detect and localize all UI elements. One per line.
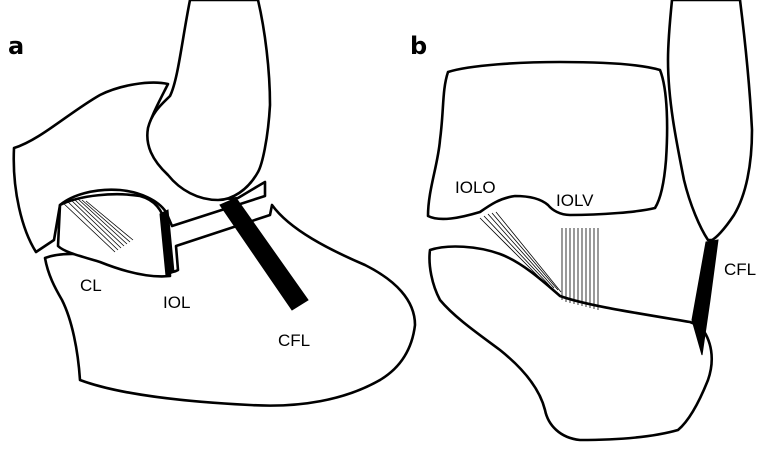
panel-a-letter: a xyxy=(8,32,24,60)
label-iol: IOL xyxy=(163,293,190,312)
tibia-bone-a xyxy=(147,0,270,200)
fibula-bone-b xyxy=(668,0,752,240)
panel-a: a CL IOL CFL xyxy=(8,0,415,406)
label-cfl-b: CFL xyxy=(724,260,756,279)
label-cl: CL xyxy=(80,276,102,295)
label-cfl-a: CFL xyxy=(278,331,310,350)
label-iolv: IOLV xyxy=(556,191,594,210)
calcaneus-bone-b xyxy=(429,247,711,440)
label-iolo: IOLO xyxy=(455,178,496,197)
panel-b: b IOLO IOL xyxy=(410,0,756,440)
panel-b-letter: b xyxy=(410,32,427,60)
